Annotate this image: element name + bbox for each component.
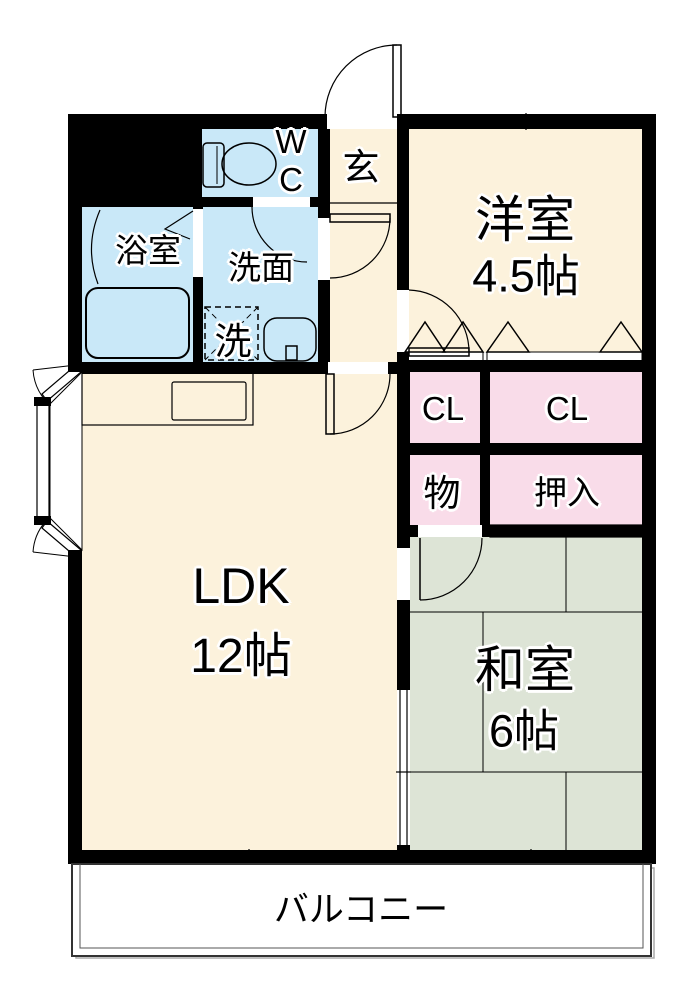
balcony-outline (71, 863, 655, 959)
tatami-lines (410, 537, 642, 850)
label-japanese-room-size: 6帖 (488, 705, 560, 757)
label-oshiire: 押入 (534, 474, 600, 511)
bay-window (32, 364, 83, 558)
label-storage: 物 (423, 473, 461, 514)
label-closet-right: CL (545, 390, 589, 427)
label-ldk-size: 12帖 (190, 630, 292, 683)
label-western-room: 洋室 (475, 192, 575, 248)
toilet-icon (202, 142, 277, 188)
western-room-door (408, 289, 470, 357)
label-laundry: 洗 (214, 321, 252, 362)
bath-folding-door (90, 209, 194, 285)
washing-machine-icon (204, 306, 259, 361)
bathtub-icon (85, 287, 190, 359)
window-japanese-balcony (457, 849, 605, 865)
wc-door (251, 206, 308, 263)
entrance-door (324, 44, 402, 118)
label-balcony: バルコニー (273, 890, 449, 930)
window-ldk-balcony (170, 849, 330, 865)
label-ldk: LDK (192, 558, 290, 614)
label-western-room-size: 4.5帖 (472, 250, 580, 302)
washroom-door (329, 213, 391, 279)
sliding-door-oshiire (489, 524, 643, 538)
label-bathroom: 浴室 (115, 232, 181, 269)
window-western-room (469, 113, 584, 130)
wall-openings (68, 114, 482, 600)
label-genkan: 玄 (342, 147, 380, 188)
washbasin-icon (263, 317, 317, 362)
label-washroom: 洗面 (228, 249, 294, 286)
sliding-door-japanese-room (396, 690, 411, 845)
black-core (68, 114, 202, 207)
storage-door (419, 537, 483, 601)
closet-fold-triangles (403, 320, 644, 353)
label-closet-left: CL (421, 390, 465, 427)
label-japanese-room: 和室 (475, 642, 575, 698)
ldk-door (325, 373, 391, 435)
